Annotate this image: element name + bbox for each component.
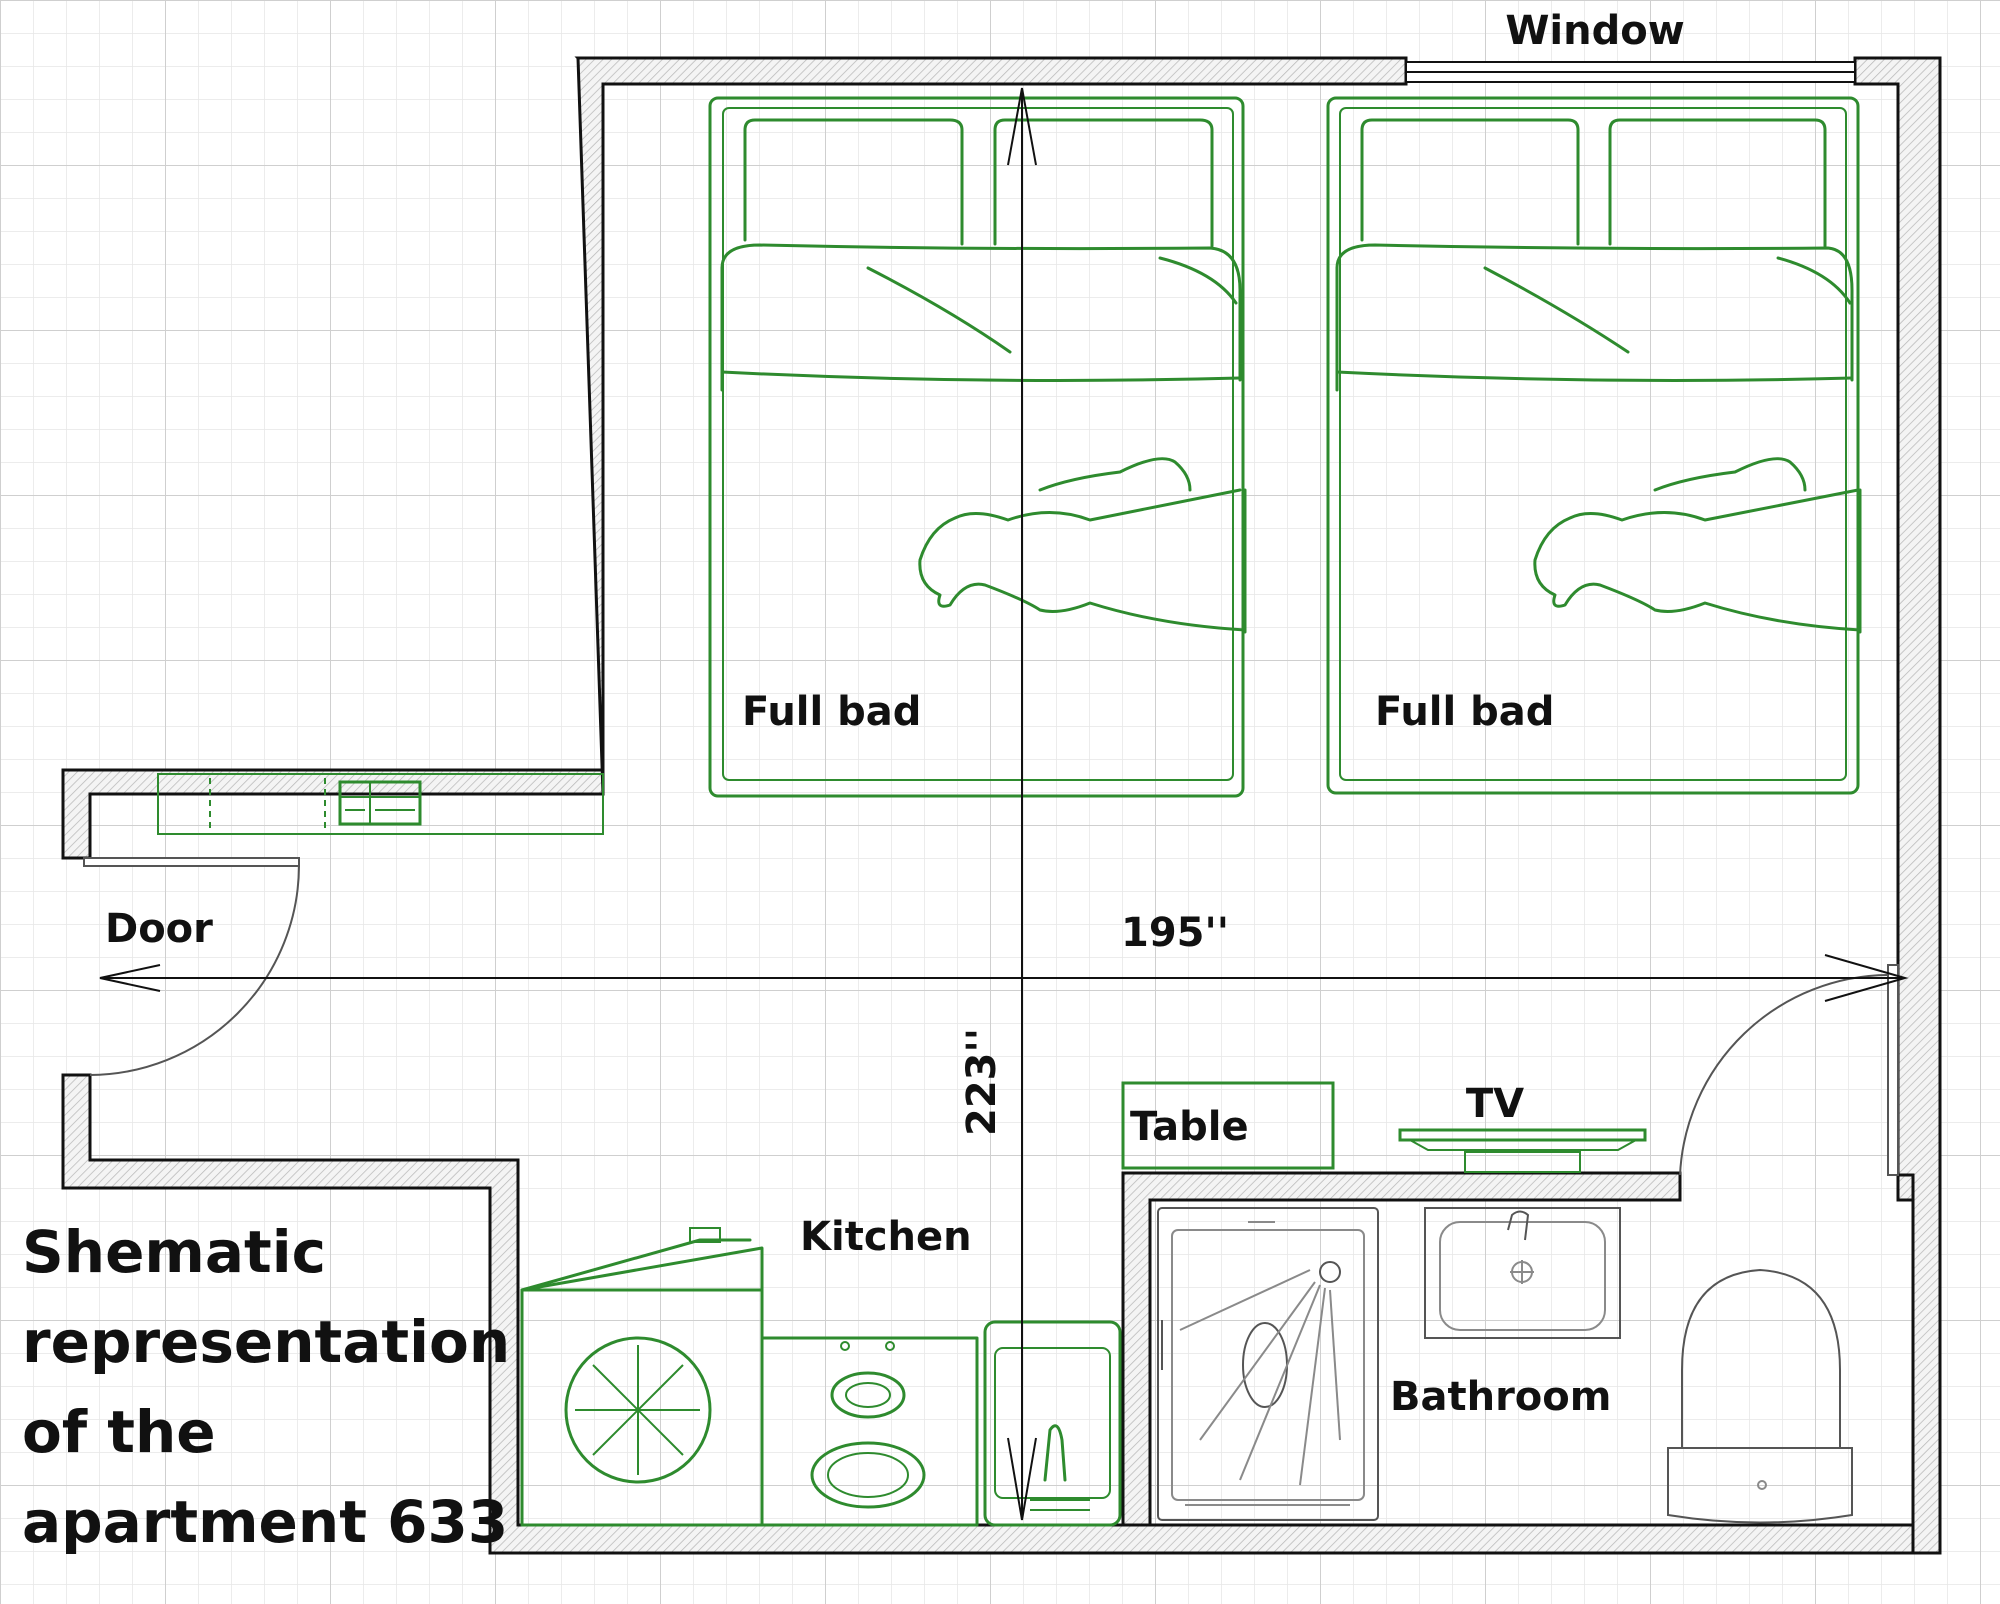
window (1405, 61, 1856, 83)
tv-label: TV (1466, 1081, 1524, 1127)
table (1121, 1081, 1335, 1170)
kitchen-label: Kitchen (800, 1214, 972, 1260)
stove (760, 1336, 979, 1527)
entry-door[interactable] (83, 857, 300, 1076)
height-dimension-label: 223'' (959, 1028, 1005, 1136)
bed-left (708, 96, 1247, 798)
shower (1157, 1207, 1379, 1521)
sink-kitchen (983, 1320, 1122, 1527)
toilet (1667, 1268, 1853, 1524)
bed-left-label: Full bad (742, 689, 921, 735)
width-dimension-label: 195'' (1121, 910, 1229, 956)
title-line-4: apartment 633 (22, 1488, 508, 1556)
bathroom-sink (1424, 1207, 1621, 1339)
table-label: Table (1130, 1104, 1249, 1150)
kitchen-counter (157, 773, 604, 835)
title-line-3: of the (22, 1398, 216, 1466)
tv (1398, 1128, 1647, 1173)
bed-right (1326, 96, 1862, 795)
window-label: Window (1505, 8, 1684, 54)
title-block: Shematic representation of the apartment… (22, 1218, 510, 1556)
height-dimension (1007, 87, 1037, 1521)
door-label: Door (105, 906, 213, 952)
title-line-1: Shematic (22, 1218, 326, 1286)
title-line-2: representation (22, 1308, 510, 1376)
bed-right-label: Full bad (1375, 689, 1554, 735)
width-dimension (99, 954, 1909, 1002)
bathroom-door[interactable] (1679, 964, 1899, 1176)
bathroom-label: Bathroom (1390, 1374, 1611, 1420)
